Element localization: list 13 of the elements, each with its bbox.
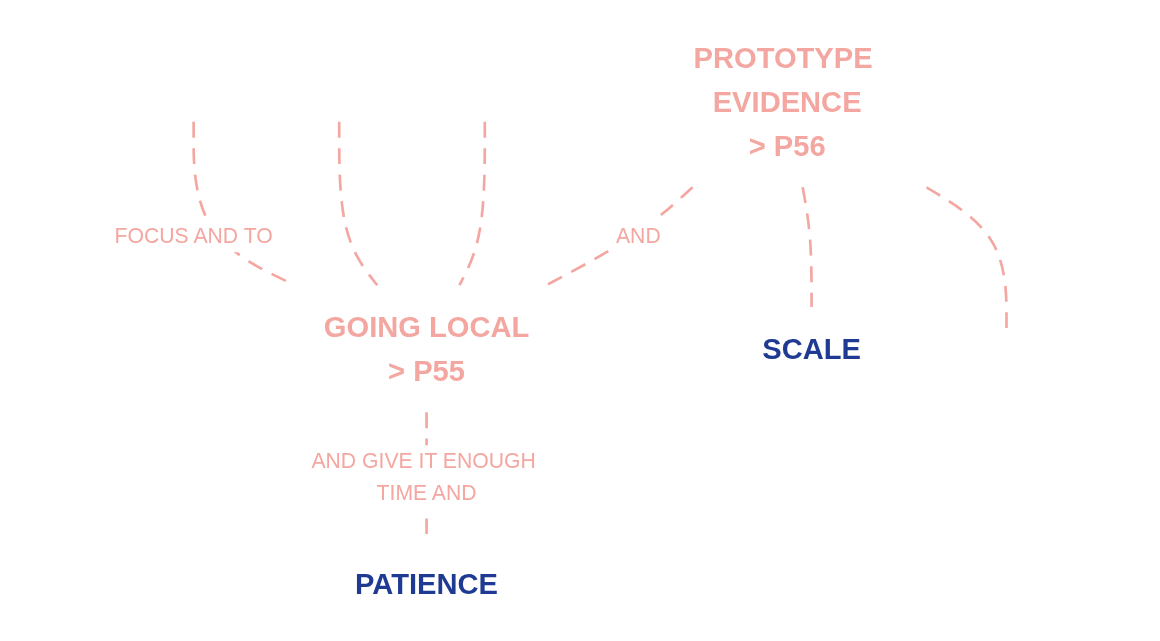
node-text: GOING LOCAL <box>323 309 529 343</box>
edge-label: FOCUS AND TO <box>114 223 273 247</box>
node-text: PROTOTYPE EVIDENCE <box>693 41 873 118</box>
dashed-line <box>457 121 486 286</box>
edge-label: AND <box>615 223 661 247</box>
node-text: SCALE <box>761 331 861 365</box>
dashed-line <box>337 121 378 286</box>
node-text: PATIENCE <box>354 566 498 600</box>
dashed-line <box>925 185 1008 329</box>
node-label: > P55 <box>387 353 465 387</box>
dashed-line <box>800 186 813 307</box>
edge-label: AND GIVE IT ENOUGH TIME AND <box>311 448 536 504</box>
node-label: > P56 <box>748 128 826 162</box>
